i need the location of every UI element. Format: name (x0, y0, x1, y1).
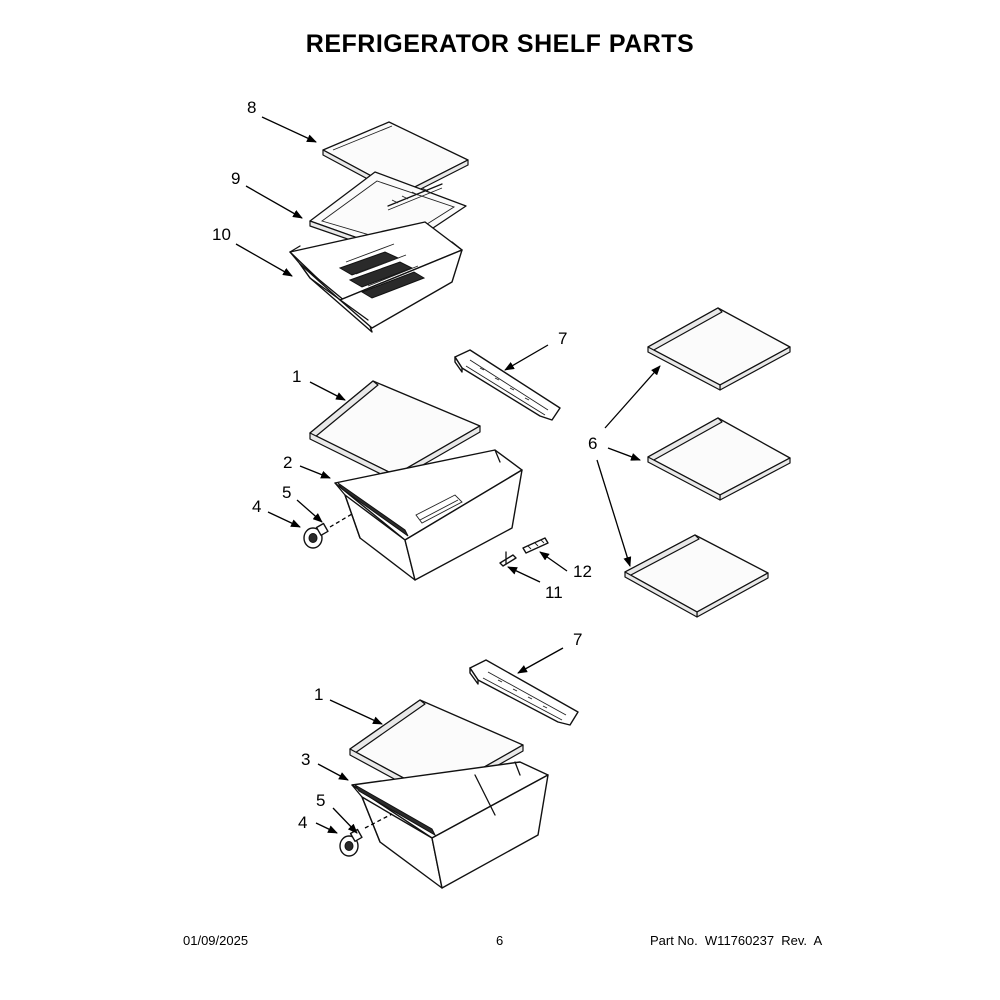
callout-3: 3 (301, 750, 310, 769)
drawer-wheel-middle (303, 513, 353, 549)
crisper-drawer-middle (334, 449, 523, 581)
callout-11: 11 (545, 583, 563, 602)
glass-shelf-middle (309, 380, 481, 482)
crisper-drawer-top (289, 221, 463, 333)
callout-7-top: 7 (558, 329, 567, 348)
callout-4-bottom: 4 (298, 813, 307, 832)
rail-top (454, 349, 561, 421)
callout-5-bottom: 5 (316, 791, 325, 810)
callout-4-top: 4 (252, 497, 261, 516)
callout-6: 6 (588, 434, 597, 453)
callout-1-bottom: 1 (314, 685, 323, 704)
footer-date: 01/09/2025 (183, 933, 249, 948)
callout-2: 2 (283, 453, 292, 472)
callout-9: 9 (231, 169, 240, 188)
callout-labels: 8 9 10 7 1 6 2 5 4 12 11 7 1 3 5 4 (212, 98, 597, 832)
callout-1-top: 1 (292, 367, 301, 386)
diagram-title: REFRIGERATOR SHELF PARTS (305, 30, 695, 58)
glass-shelf-right-2 (647, 417, 791, 501)
rail-bottom (469, 659, 579, 726)
drawer-wheel-bottom (339, 828, 363, 857)
callout-8: 8 (247, 98, 256, 117)
clip-parts-middle (499, 537, 549, 567)
callout-7-bottom: 7 (573, 630, 582, 649)
footer-page-number: 6 (496, 933, 504, 948)
footer-part-number: Part No. W11760237 Rev. A (650, 933, 823, 948)
crisper-drawer-bottom (351, 761, 549, 889)
leader-lines (235, 116, 661, 834)
glass-shelf-right-3 (624, 534, 769, 618)
callout-5-top: 5 (282, 483, 291, 502)
callout-12: 12 (573, 562, 592, 581)
callout-10: 10 (212, 225, 231, 244)
glass-shelf-right-1 (647, 307, 791, 391)
